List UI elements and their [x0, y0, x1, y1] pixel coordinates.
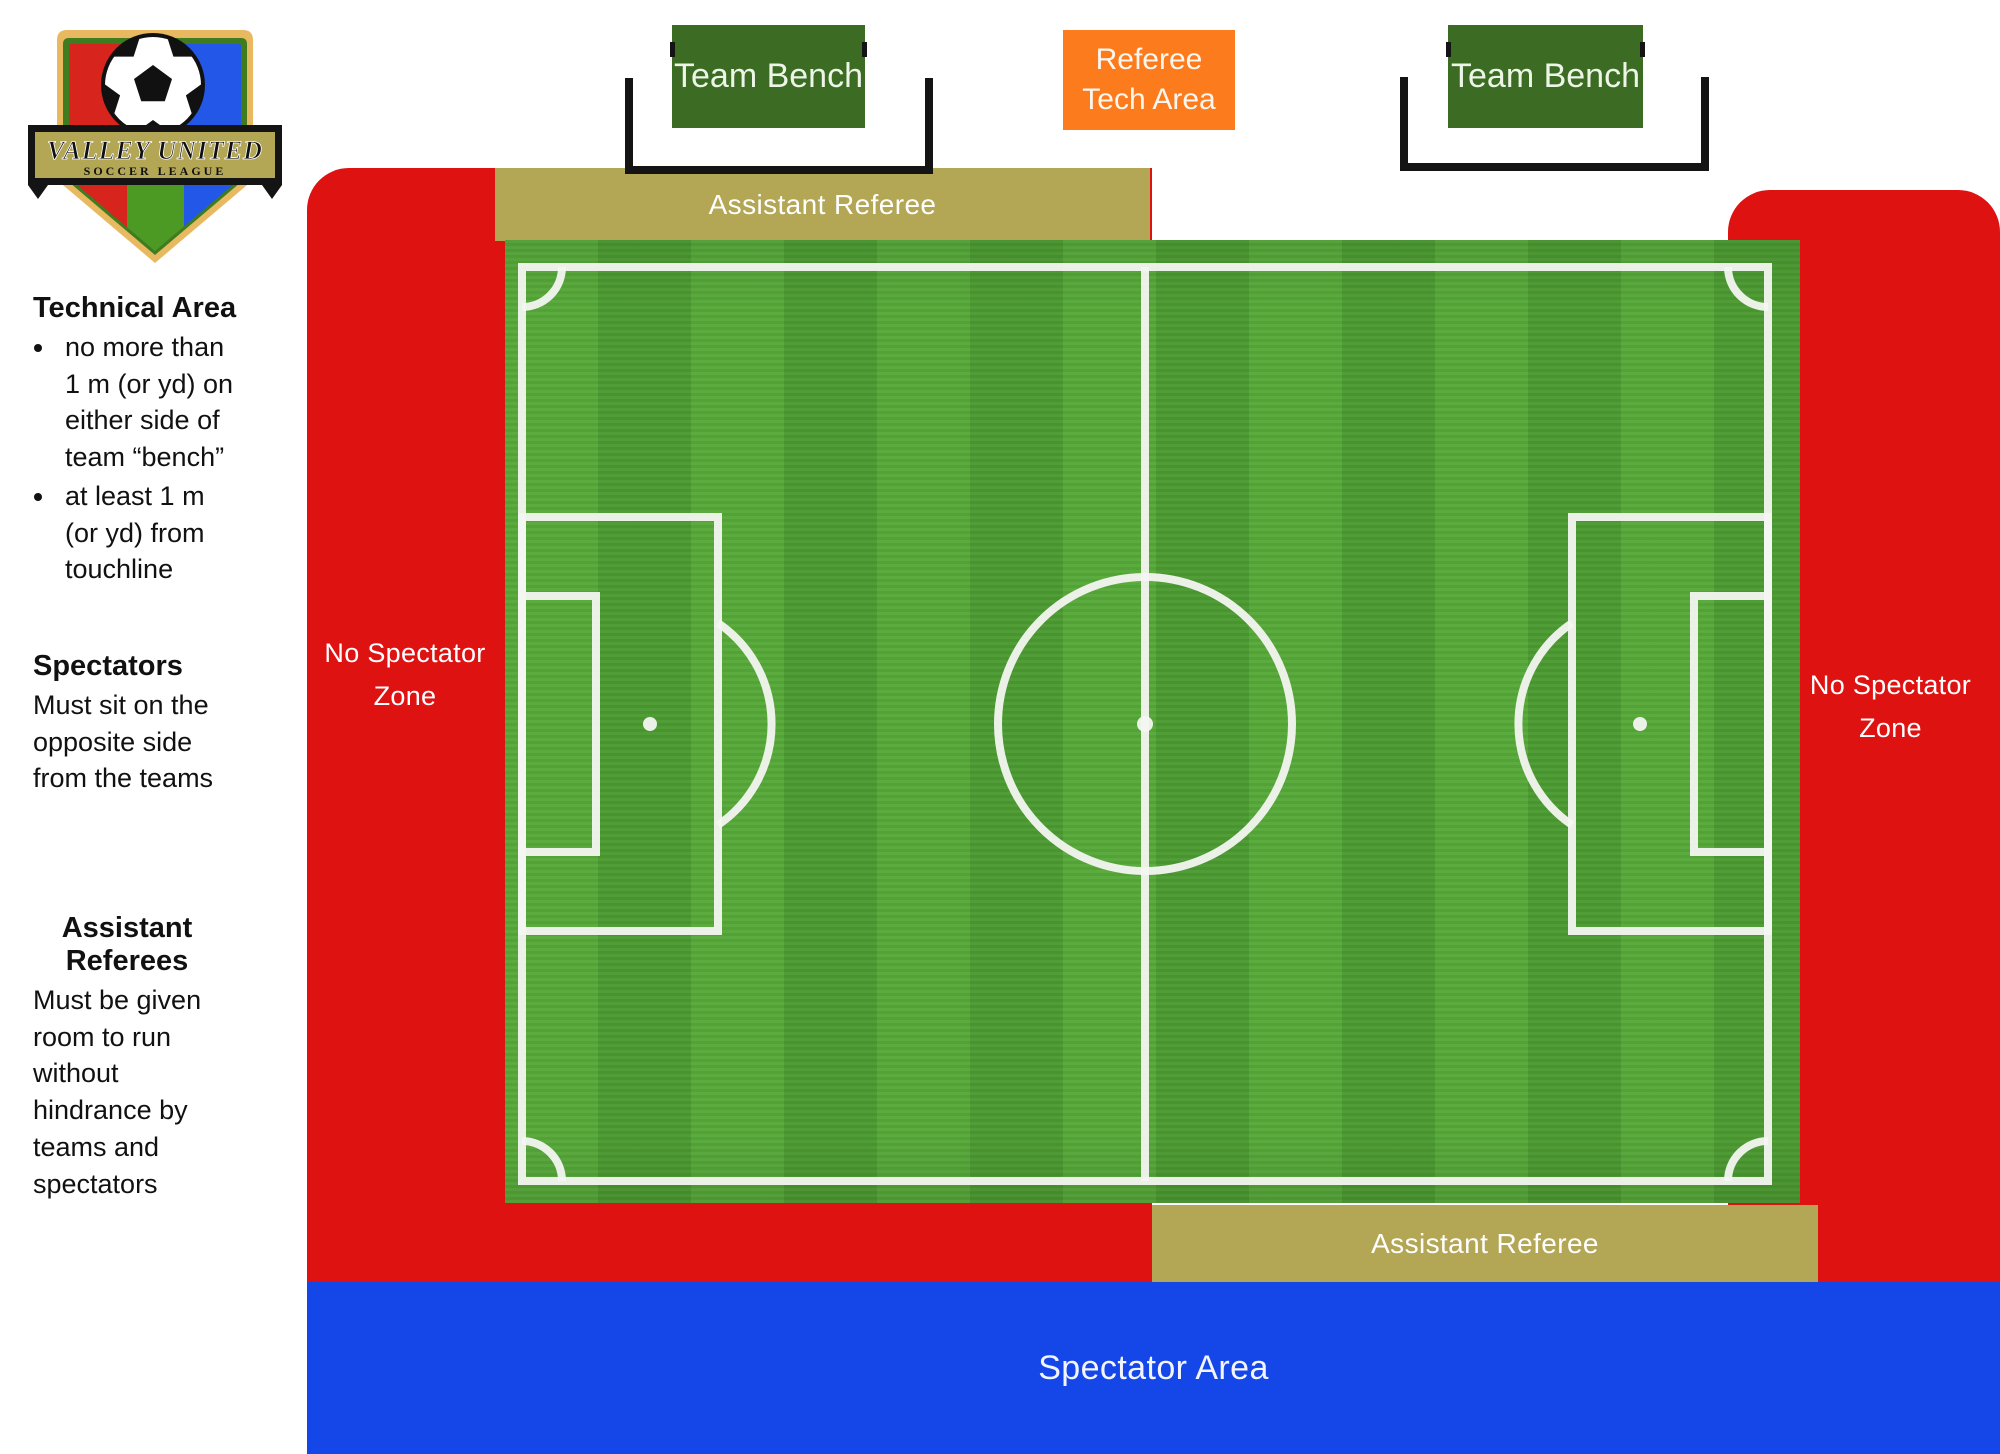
penalty-area-right	[1568, 513, 1772, 935]
spectator-area-bar: Spectator Area	[307, 1282, 2000, 1454]
assistant-referee-top-label: Assistant Referee	[708, 188, 937, 220]
assistant-referee-bottom-label: Assistant Referee	[1371, 1227, 1599, 1259]
league-logo: VALLEY UNITED SOCCER LEAGUE	[28, 30, 282, 263]
penalty-spot-left	[643, 717, 657, 731]
spectator-area-label: Spectator Area	[1038, 1348, 1269, 1387]
corner-arc-top-left	[521, 266, 566, 311]
spectators-body: Must sit on the opposite side from the t…	[33, 690, 214, 794]
soccer-field	[505, 240, 1800, 1203]
assistant-referees-note: Assistant Referees Must be given room to…	[33, 912, 221, 1202]
technical-area-heading: Technical Area	[33, 292, 237, 324]
team-bench-left-label: Team Bench	[674, 56, 863, 95]
spectators-note: Spectators Must sit on the opposite side…	[33, 650, 233, 797]
technical-area-bullet: at least 1 m (or yd) from touchline	[57, 478, 245, 588]
team-bench-right-label: Team Bench	[1451, 56, 1640, 95]
bracket-tick	[862, 42, 867, 57]
team-bench-right: Team Bench	[1446, 25, 1645, 128]
logo-title: VALLEY UNITED	[47, 136, 263, 165]
technical-area-bracket-right	[1400, 77, 1709, 171]
bracket-tick	[1640, 42, 1645, 57]
field-markings	[518, 263, 1772, 1185]
penalty-arc-left	[715, 619, 776, 829]
goal-area-left	[518, 592, 600, 856]
logo-banner: VALLEY UNITED SOCCER LEAGUE	[28, 125, 282, 199]
corner-arc-bottom-right	[1724, 1137, 1769, 1182]
center-circle	[994, 573, 1296, 875]
corner-arc-bottom-left	[521, 1137, 566, 1182]
assistant-referee-bar-top: Assistant Referee	[495, 168, 1150, 241]
technical-area-bracket-left	[625, 78, 933, 174]
assistant-referee-bar-bottom: Assistant Referee	[1152, 1205, 1818, 1282]
bracket-tick	[1446, 42, 1451, 57]
penalty-area-left	[518, 513, 722, 935]
bracket-tick	[670, 42, 675, 57]
referee-tech-area: Referee Tech Area	[1063, 30, 1235, 130]
no-spectator-zone-right-label: No Spectator Zone	[1809, 670, 1972, 743]
center-spot	[1137, 716, 1153, 732]
technical-area-bullets: no more than 1 m (or yd) on either side …	[33, 329, 245, 588]
assistant-referees-body: Must be given room to run without hindra…	[33, 985, 202, 1199]
penalty-spot-right	[1633, 717, 1647, 731]
referee-tech-area-label: Referee Tech Area	[1082, 42, 1216, 117]
technical-area-bullet: no more than 1 m (or yd) on either side …	[57, 329, 245, 476]
assistant-referees-heading: Assistant Referees	[61, 912, 193, 977]
spectators-heading: Spectators	[33, 650, 183, 682]
corner-arc-top-right	[1724, 266, 1769, 311]
no-spectator-zone-left-label: No Spectator Zone	[324, 638, 486, 711]
logo-subtitle: SOCCER LEAGUE	[84, 164, 227, 178]
technical-area-note: Technical Area no more than 1 m (or yd) …	[33, 292, 245, 590]
team-bench-left: Team Bench	[670, 25, 867, 128]
penalty-arc-right	[1514, 619, 1575, 829]
goal-area-right	[1690, 592, 1772, 856]
